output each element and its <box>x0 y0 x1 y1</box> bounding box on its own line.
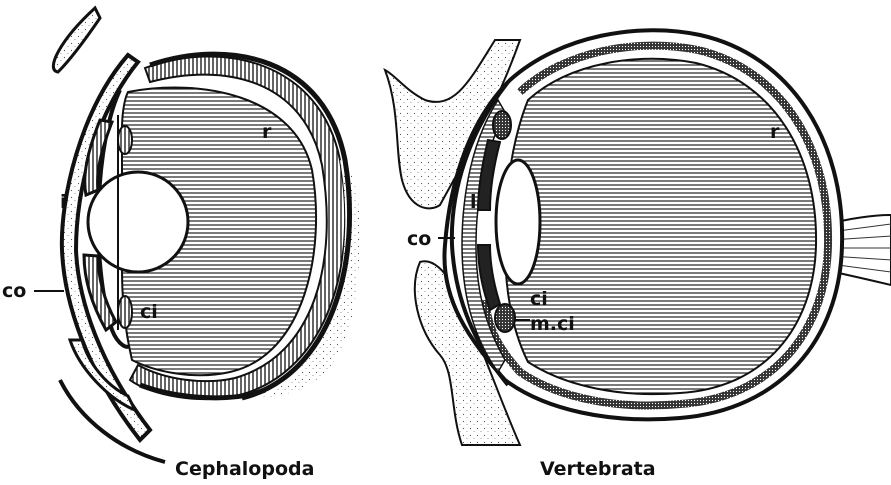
label-retina: r <box>262 121 272 143</box>
cephalopod-ciliary-lower <box>118 296 132 328</box>
vertebrate-ciliary-upper <box>493 111 511 139</box>
cephalopod-ciliary-upper <box>118 126 132 154</box>
label-ciliary: ci <box>140 301 158 323</box>
caption-cephalopoda: Cephalopoda <box>175 458 314 480</box>
label-iris: i <box>60 191 67 213</box>
cephalopod-skin-fold <box>53 8 100 72</box>
vertebrate-eye: i co ci m.ci r Vertebrata <box>385 30 891 480</box>
cephalopod-eye: i co ci r Cephalopoda <box>2 8 360 480</box>
label-cornea: co <box>2 280 26 302</box>
label-ciliary-muscle: m.ci <box>530 313 575 335</box>
cephalopod-lens <box>88 172 188 272</box>
label-ciliary: ci <box>530 288 548 310</box>
label-iris: i <box>470 191 477 213</box>
vertebrate-vitreous <box>505 59 816 394</box>
caption-vertebrata: Vertebrata <box>540 458 656 480</box>
vertebrate-ciliary-lower <box>495 304 515 332</box>
label-cornea: co <box>407 228 431 250</box>
vertebrate-lens <box>496 160 540 284</box>
label-retina: r <box>770 121 780 143</box>
